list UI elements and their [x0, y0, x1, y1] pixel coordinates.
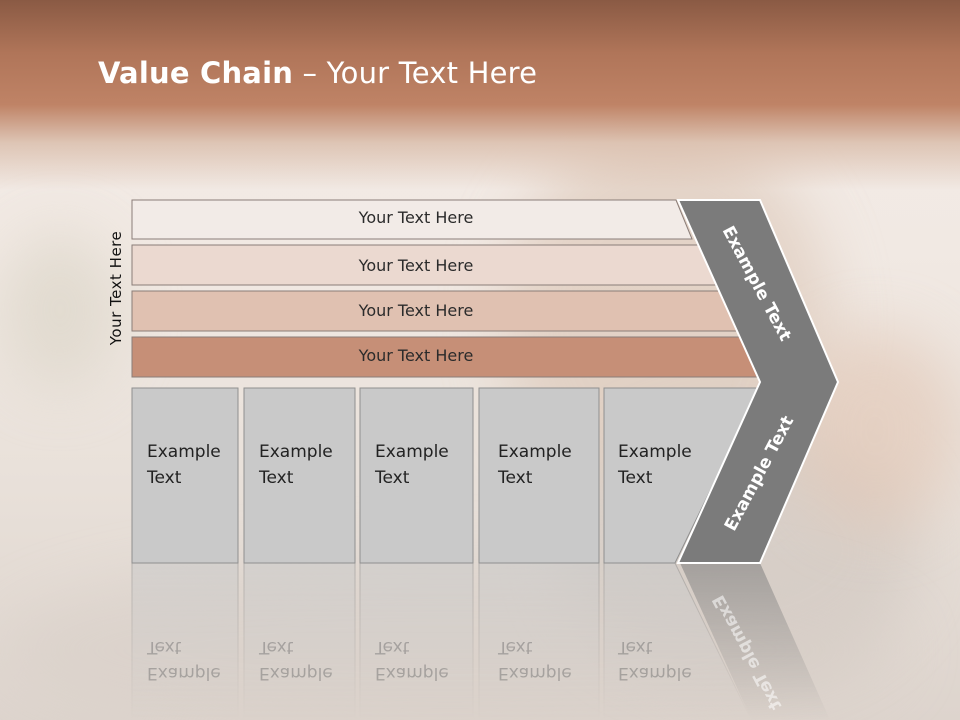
- primary-box-5-reflection-line1: Example: [618, 663, 692, 683]
- primary-box-2-reflection-line2: Text: [259, 637, 294, 657]
- header-band: [0, 0, 960, 190]
- primary-box-2: [243, 387, 356, 564]
- margin-chevron: [676, 199, 840, 564]
- primary-box-5-line2: Text: [618, 468, 653, 488]
- primary-box-1-line1: Example: [147, 442, 221, 462]
- primary-box-5-label: Example Text: [618, 439, 713, 491]
- primary-box-3-line2: Text: [375, 468, 410, 488]
- primary-box-4-reflection-line2: Text: [498, 637, 533, 657]
- primary-box-1-reflection-line2: Text: [147, 637, 182, 657]
- primary-box-5-reflection: Example Text: [618, 634, 713, 686]
- title-bold: Value Chain: [98, 56, 294, 90]
- primary-box-3-reflection-line2: Text: [375, 637, 410, 657]
- primary-box-4-label: Example Text: [498, 439, 593, 491]
- support-row-3-label: Your Text Here: [358, 301, 474, 320]
- primary-box-2-line1: Example: [259, 442, 333, 462]
- primary-box-1-reflection-line1: Example: [147, 663, 221, 683]
- primary-box-5-reflection-line2: Text: [618, 637, 653, 657]
- primary-box-2-reflection: Example Text: [259, 634, 354, 686]
- primary-box-4-reflection: Example Text: [498, 634, 593, 686]
- support-row-1-label: Your Text Here: [358, 208, 474, 227]
- support-row-1: [131, 199, 693, 240]
- primary-box-1-line2: Text: [147, 468, 182, 488]
- diagram-reflection: [131, 562, 830, 720]
- primary-box-2-reflection-line1: Example: [259, 663, 333, 683]
- primary-box-3-line1: Example: [375, 442, 449, 462]
- primary-box-3-label: Example Text: [375, 439, 470, 491]
- primary-box-1-reflection: Example Text: [147, 634, 242, 686]
- primary-box-2-label: Example Text: [259, 439, 354, 491]
- page-title: Value Chain – Your Text Here: [98, 56, 537, 90]
- primary-box-5: [603, 387, 761, 564]
- primary-box-3: [359, 387, 474, 564]
- primary-box-4: [478, 387, 600, 564]
- support-row-2-label: Your Text Here: [358, 256, 474, 275]
- support-row-4-label: Your Text Here: [358, 346, 474, 365]
- primary-box-4-line2: Text: [498, 468, 533, 488]
- primary-box-1: [131, 387, 239, 564]
- primary-box-2-line2: Text: [259, 468, 294, 488]
- primary-box-4-line1: Example: [498, 442, 572, 462]
- primary-box-1-label: Example Text: [147, 439, 242, 491]
- primary-box-3-reflection: Example Text: [375, 634, 470, 686]
- primary-box-4-reflection-line1: Example: [498, 663, 572, 683]
- primary-box-5-line1: Example: [618, 442, 692, 462]
- title-rest: – Your Text Here: [293, 56, 538, 90]
- primary-box-3-reflection-line1: Example: [375, 663, 449, 683]
